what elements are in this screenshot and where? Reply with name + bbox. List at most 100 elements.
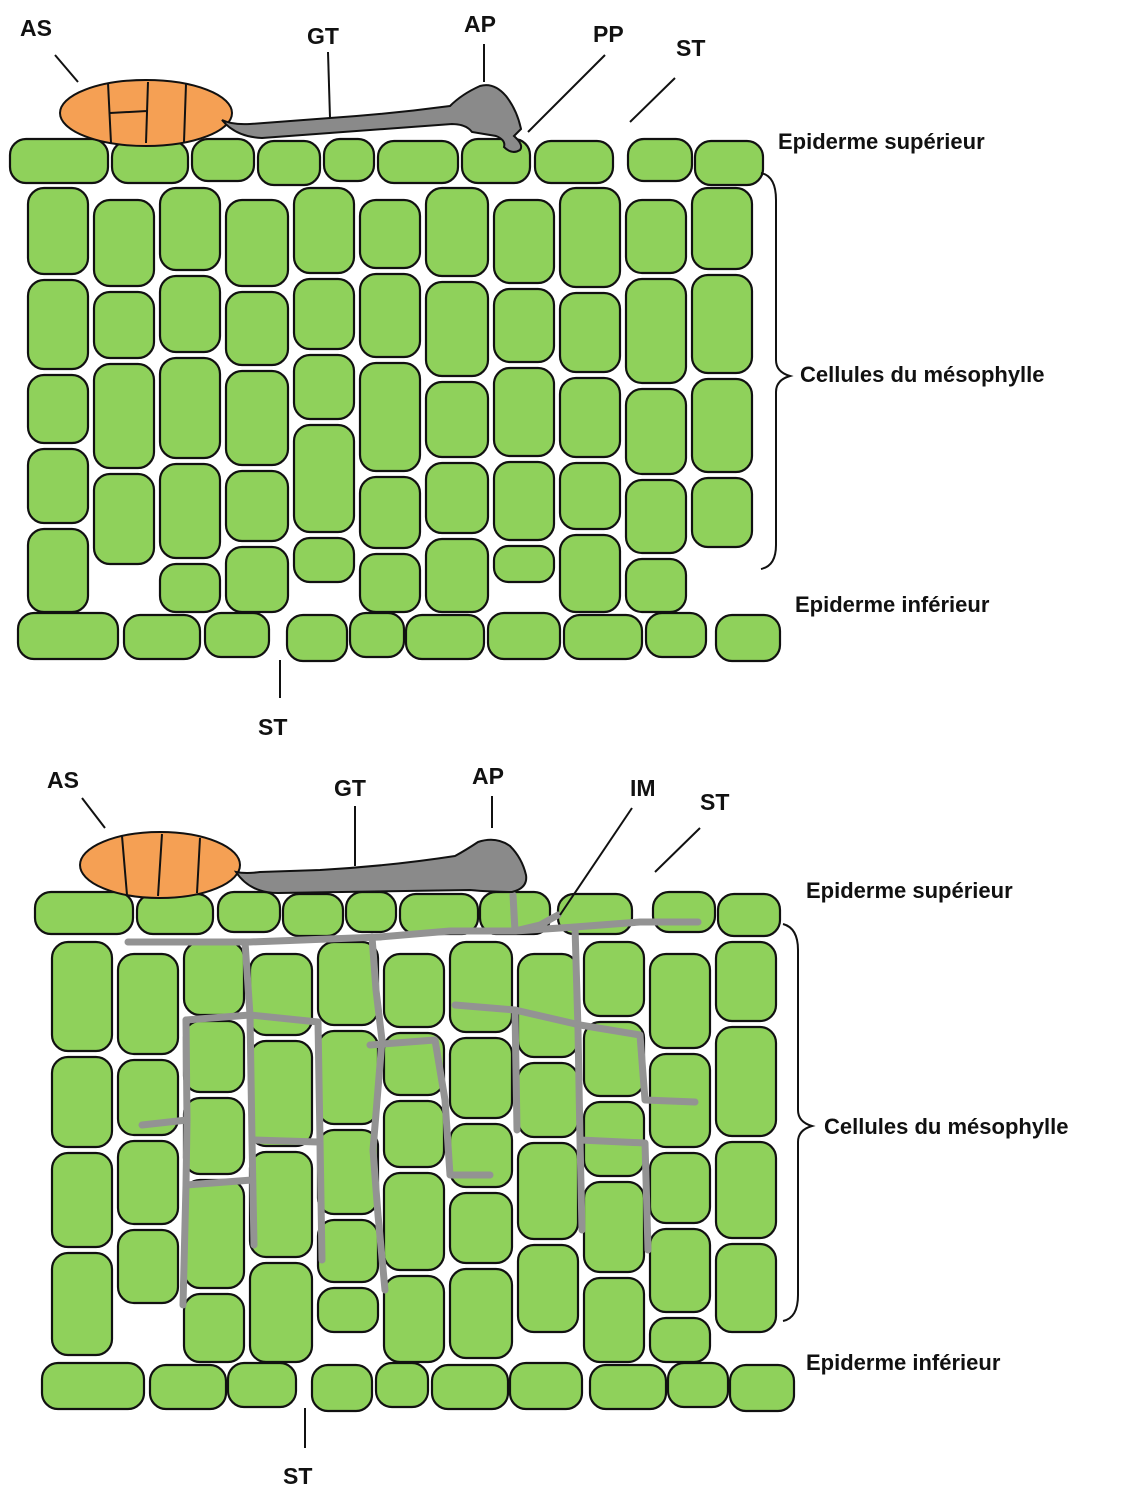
mesophyll-cell [294,355,354,419]
lower-epidermis-cell [510,1363,582,1409]
mesophyll-brace [761,173,790,569]
label-st-top: ST [700,789,729,815]
mesophyll-cell [494,200,554,283]
mesophyll-cell [94,292,154,358]
lower-epidermis-cell [730,1365,794,1411]
mesophyll-cell [360,363,420,471]
label-upper-epidermis: Epiderme supérieur [806,878,1013,903]
mesophyll-cell [28,280,88,369]
mesophyll-cell [560,293,620,372]
lower-epidermis-cell [488,613,560,659]
mesophyll-cell [384,1173,444,1270]
mesophyll-cell [294,538,354,582]
upper-epidermis-cell [192,139,254,181]
mesophyll-cell [560,378,620,457]
upper-epidermis-cells [35,892,780,936]
label-ap: AP [472,763,504,789]
mesophyll-cell [28,449,88,523]
mesophyll-cell [450,1269,512,1358]
mesophyll-cells [52,942,776,1362]
leader-as [55,55,78,82]
mesophyll-cell [226,371,288,465]
mesophyll-cell [584,1278,644,1362]
label-pp: PP [593,21,624,47]
label-lower-epidermis: Epiderme inférieur [806,1350,1001,1375]
mesophyll-cell [250,1263,312,1362]
mesophyll-cell [94,474,154,564]
mesophyll-cell [426,282,488,376]
upper-epidermis-cell [10,139,108,183]
mesophyll-cell [160,564,220,612]
upper-epidermis-cell [324,139,374,181]
mesophyll-cell [184,1294,244,1362]
mesophyll-cell [626,480,686,553]
mesophyll-cell [518,1245,578,1332]
mesophyll-cell [318,1288,378,1332]
mesophyll-cell [650,1318,710,1362]
mesophyll-cell [384,954,444,1027]
lower-epidermis-cell [376,1363,428,1407]
mesophyll-cell [650,954,710,1048]
label-st-top: ST [676,35,705,61]
mesophyll-cell [52,1253,112,1355]
mesophyll-cell [626,200,686,273]
mesophyll-cell [692,275,752,373]
mesophyll-cell [160,358,220,458]
mesophyll-cell [360,274,420,357]
mesophyll-cell [226,292,288,365]
ascospore [80,832,240,898]
label-st-bottom: ST [283,1463,312,1488]
lower-epidermis-cell [205,613,269,657]
mesophyll-cell [184,942,244,1015]
lower-epidermis-cell [350,613,404,657]
lower-epidermis-cells [42,1363,794,1411]
mesophyll-cell [360,200,420,268]
upper-epidermis-cell [346,892,396,932]
upper-epidermis-cell [112,141,188,183]
mesophyll-cell [226,471,288,541]
lower-epidermis-cell [150,1365,226,1409]
label-mesophyll: Cellules du mésophylle [824,1114,1069,1139]
mesophyll-cell [28,375,88,443]
mesophyll-brace [783,924,812,1321]
upper-epidermis-cell [535,141,613,183]
mesophyll-cell [518,954,578,1057]
mesophyll-cell [294,279,354,349]
upper-epidermis-cell [628,139,692,181]
mesophyll-cell [294,188,354,273]
lower-epidermis-cell [312,1365,372,1411]
mesophyll-cell [584,942,644,1016]
mesophyll-cell [384,1276,444,1362]
mesophyll-cell [426,463,488,533]
ascospore [60,80,232,146]
lower-epidermis-cell [646,613,706,657]
mesophyll-cell [584,1182,644,1272]
mesophyll-cell [160,276,220,352]
panel-infection: AS GT AP IM ST ST Epiderme supérieur Cel… [35,763,1069,1488]
label-as: AS [20,15,52,41]
lower-epidermis-cell [406,615,484,659]
mesophyll-cell [94,200,154,286]
upper-epidermis-cell [218,892,280,932]
mesophyll-cell [160,188,220,270]
mesophyll-cells [28,188,752,612]
mesophyll-cell [450,1038,512,1118]
label-as: AS [47,767,79,793]
upper-epidermis-cell [137,894,213,934]
label-gt: GT [307,23,339,49]
upper-epidermis-cell [653,892,715,932]
mesophyll-cell [52,942,112,1051]
upper-epidermis-cell [283,894,343,936]
label-gt: GT [334,775,366,801]
mesophyll-cell [494,368,554,456]
mesophyll-cell [494,546,554,582]
mesophyll-cell [184,1021,244,1092]
upper-epidermis-cell [718,894,780,936]
mesophyll-cell [250,1041,312,1146]
mesophyll-cell [160,464,220,558]
mesophyll-cell [560,535,620,612]
mesophyll-cell [184,1098,244,1174]
leader-as [82,798,105,828]
lower-epidermis-cell [287,615,347,661]
mesophyll-cell [384,1101,444,1167]
